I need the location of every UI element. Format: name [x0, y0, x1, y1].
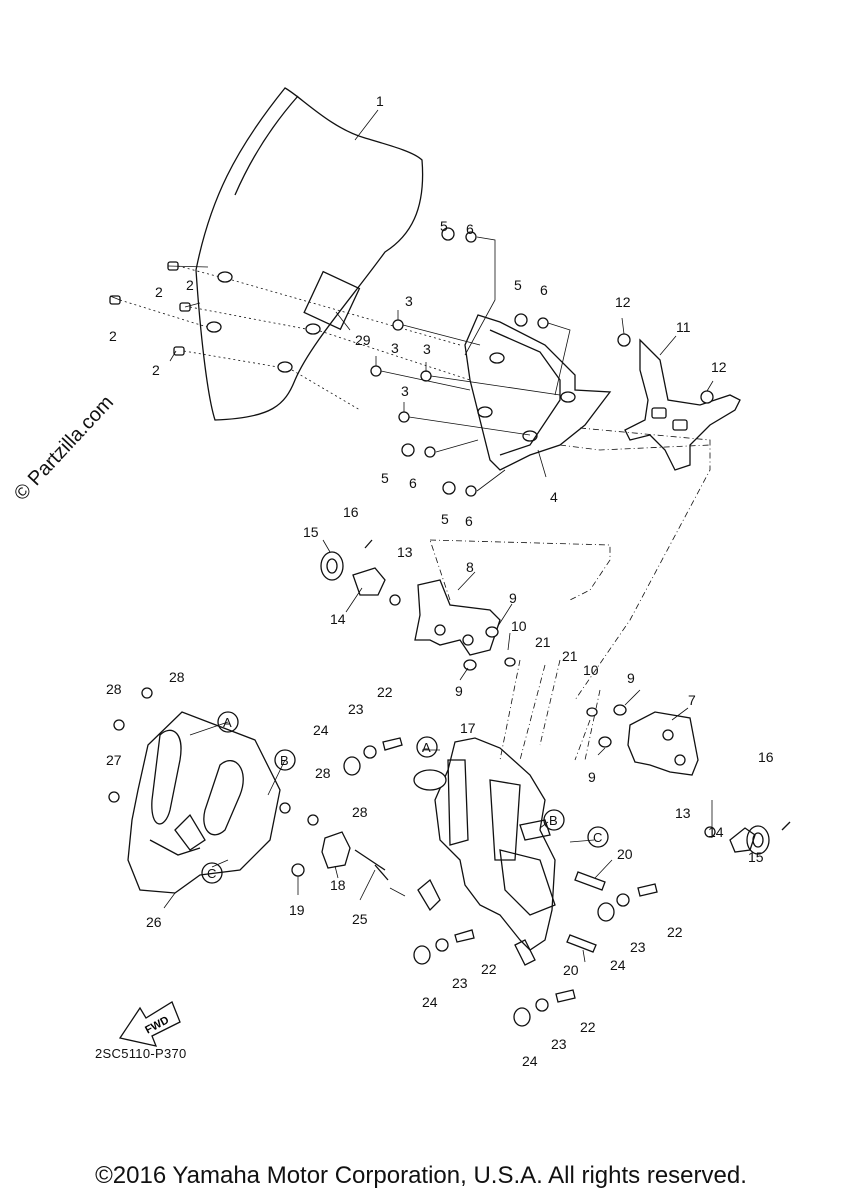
- callout-number: 14: [708, 824, 724, 840]
- copyright-notice: ©2016 Yamaha Motor Corporation, U.S.A. A…: [95, 1162, 747, 1189]
- callout-number: 29: [355, 332, 371, 348]
- callout-number: 15: [748, 849, 764, 865]
- callout-number: 2: [109, 328, 117, 344]
- callout-number: 5: [440, 218, 448, 234]
- callout-number: 8: [466, 559, 474, 575]
- callout-number: 17: [460, 720, 476, 736]
- callout-number: 2: [155, 284, 163, 300]
- callout-number: 21: [562, 648, 578, 664]
- callout-number: 19: [289, 902, 305, 918]
- callout-number: 13: [397, 544, 413, 560]
- ring-letter: B: [280, 753, 289, 768]
- callout-number: 5: [441, 511, 449, 527]
- callout-number: 22: [377, 684, 393, 700]
- callout-number: 26: [146, 914, 162, 930]
- callout-number: 5: [514, 277, 522, 293]
- callout-number: 24: [313, 722, 329, 738]
- callout-number: 7: [688, 692, 696, 708]
- bracket-7: [586, 704, 699, 776]
- callout-number: 12: [615, 294, 631, 310]
- callout-number: 14: [330, 611, 346, 627]
- callout-number: 10: [511, 618, 527, 634]
- callout-number: 10: [583, 662, 599, 678]
- damper-set-right: [704, 821, 791, 855]
- callout-number: 3: [391, 340, 399, 356]
- callout-number: 15: [303, 524, 319, 540]
- callout-number: 9: [588, 769, 596, 785]
- callout-number: 24: [422, 994, 438, 1010]
- callout-number: 6: [465, 513, 473, 529]
- grommets-collars-bolts: [343, 737, 658, 1027]
- callout-number: 23: [630, 939, 646, 955]
- callout-number: 28: [315, 765, 331, 781]
- callout-number: 22: [580, 1019, 596, 1035]
- stay-11: [617, 333, 741, 471]
- callout-number: 23: [452, 975, 468, 991]
- bracket-4: [464, 314, 612, 471]
- leader-lines: [109, 109, 714, 963]
- fwd-arrow: FWD: [118, 1001, 181, 1047]
- callout-number: 24: [610, 957, 626, 973]
- callout-number: 20: [563, 962, 579, 978]
- callout-number: 13: [675, 805, 691, 821]
- cowl-26: [127, 711, 281, 894]
- damper-18: [291, 831, 389, 881]
- ring-letter: A: [422, 740, 431, 755]
- callout-numbers: 1 2 2 2 2 29 3 3 3 3 5 6 5 6 5 6 5 6 4 1…: [106, 93, 774, 1069]
- callout-number: 4: [550, 489, 558, 505]
- callout-number: 22: [667, 924, 683, 940]
- callout-number: 18: [330, 877, 346, 893]
- bolts-3-5-6: [370, 227, 571, 497]
- callout-number: 20: [617, 846, 633, 862]
- damper-set-left: [320, 539, 401, 606]
- callout-number: 3: [423, 341, 431, 357]
- guide-lines: [429, 427, 711, 761]
- callout-number: 9: [627, 670, 635, 686]
- callout-number: 28: [352, 804, 368, 820]
- callout-number: 2: [152, 362, 160, 378]
- callout-number: 6: [466, 221, 474, 237]
- bracket-8: [414, 579, 516, 671]
- reference-rings: A B C A B C: [201, 711, 609, 884]
- callout-number: 24: [522, 1053, 538, 1069]
- callout-number: 9: [509, 590, 517, 606]
- stay-17: [413, 737, 556, 966]
- callout-number: 6: [409, 475, 417, 491]
- callout-number: 11: [676, 319, 691, 335]
- callout-number: 25: [352, 911, 368, 927]
- callout-number: 28: [169, 669, 185, 685]
- callout-number: 23: [348, 701, 364, 717]
- diagram-code: 2SC5110-P370: [95, 1046, 187, 1061]
- ring-letter: A: [223, 715, 232, 730]
- callout-number: 23: [551, 1036, 567, 1052]
- callout-number: 3: [405, 293, 413, 309]
- callout-number: 9: [455, 683, 463, 699]
- callout-number: 16: [343, 504, 359, 520]
- callout-number: 28: [106, 681, 122, 697]
- callout-number: 3: [401, 383, 409, 399]
- callout-number: 2: [186, 277, 194, 293]
- rivets: [108, 687, 319, 826]
- ring-letter: B: [549, 813, 558, 828]
- callout-number: 27: [106, 752, 122, 768]
- callout-number: 5: [381, 470, 389, 486]
- callout-number: 22: [481, 961, 497, 977]
- ring-letter: C: [207, 866, 216, 881]
- callout-number: 1: [376, 93, 384, 109]
- callout-number: 16: [758, 749, 774, 765]
- callout-number: 12: [711, 359, 727, 375]
- callout-number: 6: [540, 282, 548, 298]
- callout-number: 21: [535, 634, 551, 650]
- ring-letter: C: [593, 830, 602, 845]
- windshield: [195, 87, 424, 421]
- screws-2: [109, 261, 471, 411]
